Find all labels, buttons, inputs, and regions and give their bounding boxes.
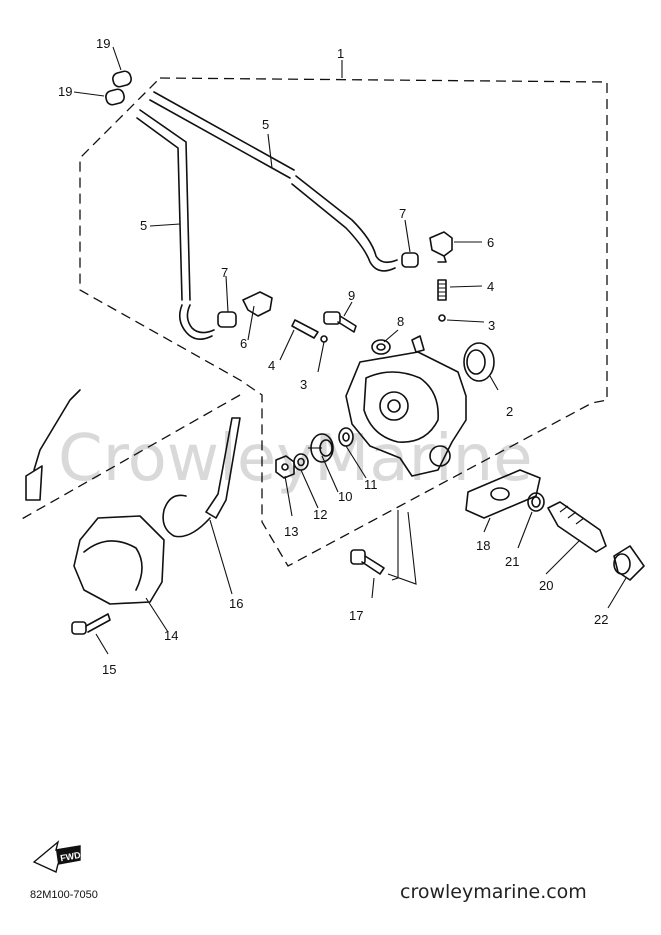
- callout-10: 10: [338, 489, 352, 504]
- cover-part-14: [73, 515, 165, 605]
- site-name: crowleymarine.com: [400, 881, 587, 903]
- callout-14: 14: [164, 628, 178, 643]
- sensor-lead-part-16: [162, 417, 241, 538]
- drawing-code: 82M100-7050: [30, 889, 98, 901]
- drive-shaft-part-20: [547, 501, 607, 553]
- oil-seal-part-2: [463, 342, 495, 382]
- callout-20: 20: [539, 578, 553, 593]
- callout-5: 5: [140, 218, 147, 233]
- callout-4: 4: [487, 279, 494, 294]
- nut-part-13: [275, 455, 295, 479]
- callout-6: 6: [487, 235, 494, 250]
- callout-11: 11: [364, 477, 378, 492]
- callout-16: 16: [229, 596, 243, 611]
- callout-18: 18: [476, 538, 490, 553]
- wire-lead: [25, 389, 81, 501]
- callout-19: 19: [58, 84, 72, 99]
- callout-5: 5: [262, 117, 269, 132]
- callout-3: 3: [488, 318, 495, 333]
- bolt-part-17: [350, 549, 385, 575]
- fwd-label: FWD: [59, 850, 81, 863]
- sensor-boundary: [19, 394, 241, 521]
- elbow-fitting-part-6: [242, 231, 453, 317]
- callout-3: 3: [300, 377, 307, 392]
- fwd-arrow-icon: FWD: [32, 840, 82, 873]
- screw-part-15: [71, 613, 111, 635]
- callout-2: 2: [506, 404, 513, 419]
- callout-7: 7: [399, 206, 406, 221]
- callout-9: 9: [348, 288, 355, 303]
- o-ring-part-21: [527, 492, 545, 512]
- callout-4: 4: [268, 358, 275, 373]
- gasket-part-18: [465, 469, 541, 519]
- callout-22: 22: [594, 612, 608, 627]
- callout-7: 7: [221, 265, 228, 280]
- gasket-part-8: [371, 339, 391, 355]
- callout-19: 19: [96, 36, 110, 51]
- screw-part-9: [323, 311, 357, 333]
- assembly-boundary: [79, 77, 608, 567]
- callout-17: 17: [349, 608, 363, 623]
- collar-part-19: [105, 70, 132, 106]
- callout-12: 12: [313, 507, 327, 522]
- oil-pump-body: [345, 335, 467, 477]
- callout-13: 13: [284, 524, 298, 539]
- callouts: 1 2 3 3 4 4 5 5 6 6 7 7 8 9 10 11 12 13 …: [58, 36, 608, 677]
- bushing-part-22: [613, 545, 645, 581]
- callout-8: 8: [397, 314, 404, 329]
- callout-1: 1: [337, 46, 344, 61]
- sleeve-part-7: [217, 252, 419, 328]
- leader-lines: [73, 46, 627, 655]
- callout-15: 15: [102, 662, 116, 677]
- callout-21: 21: [505, 554, 519, 569]
- callout-6: 6: [240, 336, 247, 351]
- spring-part-4: [291, 279, 447, 339]
